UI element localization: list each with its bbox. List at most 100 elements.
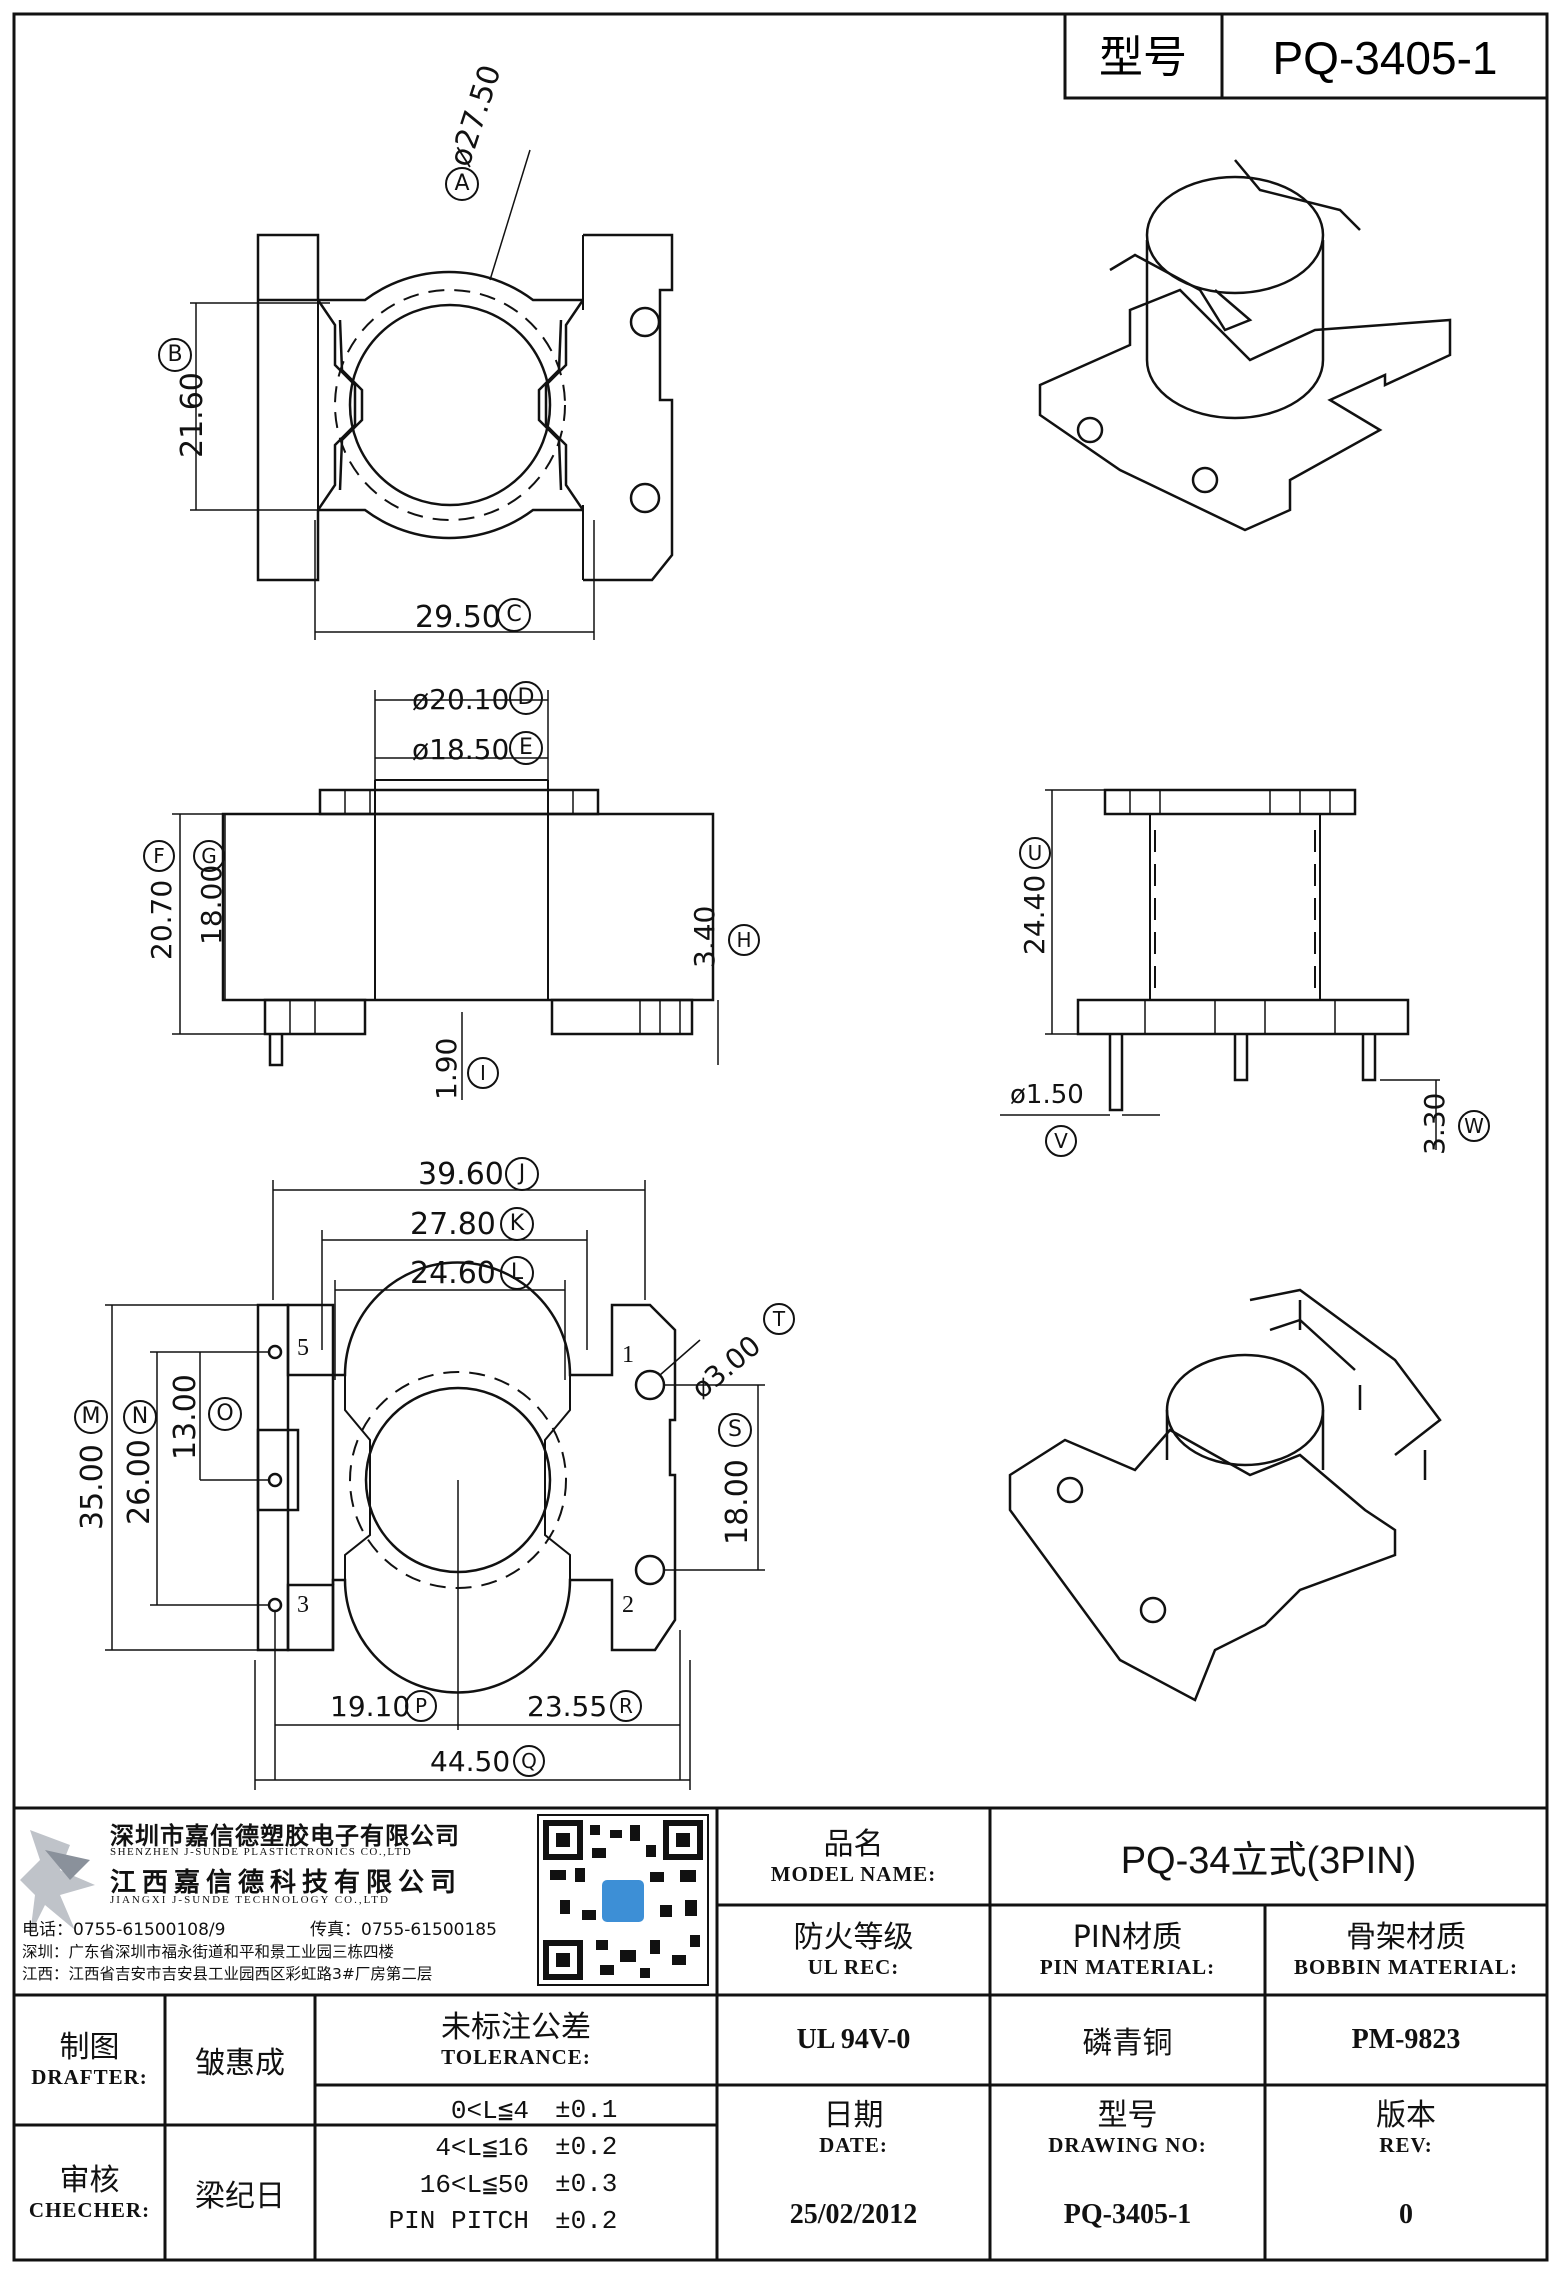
pin-number-3: 3 bbox=[297, 1592, 309, 1618]
company-tel: 电话：0755-61500108/9 bbox=[22, 1920, 226, 1940]
dim-I-value: 1.90 bbox=[430, 1037, 463, 1100]
dim-B-value: 21.60 bbox=[175, 372, 210, 458]
model-name-label-zh: 品名 bbox=[823, 1826, 884, 1862]
dim-V-circle: V bbox=[1045, 1125, 1077, 1157]
model-name-label-en: MODEL NAME: bbox=[770, 1861, 937, 1886]
dim-M-circle: M bbox=[74, 1400, 108, 1434]
header-model-label: 型号 bbox=[1099, 32, 1187, 83]
bobbin-material-label-cell: 骨架材质 BOBBIN MATERIAL: bbox=[1265, 1905, 1547, 1995]
tolerance-label-en: TOLERANCE: bbox=[441, 2045, 591, 2069]
dim-E-value: ø18.50 bbox=[412, 733, 510, 766]
tolerance-label-cell: 未标注公差 TOLERANCE: bbox=[315, 1995, 717, 2085]
pin-material-value: 磷青铜 bbox=[1082, 2026, 1173, 2061]
drawing-no-label-cell: 型号 DRAWING NO: bbox=[990, 2085, 1265, 2170]
bobbin-material-label-zh: 骨架材质 bbox=[1346, 1920, 1466, 1955]
dim-O-value: 13.00 bbox=[168, 1374, 203, 1460]
dim-R-value: 23.55 bbox=[527, 1690, 608, 1723]
drafter-label-cell: 制图 DRAFTER: bbox=[14, 1995, 165, 2125]
top-dashed-circle bbox=[334, 289, 566, 521]
dim-V-value: ø1.50 bbox=[1010, 1080, 1084, 1110]
checker-label-en: CHECHER: bbox=[28, 2197, 151, 2222]
title-block-grid bbox=[14, 1806, 1547, 2260]
model-name-value: PQ-34立式(3PIN) bbox=[1120, 1840, 1417, 1882]
dim-Q-value: 44.50 bbox=[430, 1745, 511, 1778]
checker-label-zh: 审核 bbox=[59, 2162, 120, 2198]
header-model-value: PQ-3405-1 bbox=[1272, 32, 1497, 84]
top-hole-1 bbox=[629, 306, 661, 338]
drafter-label-zh: 制图 bbox=[59, 2030, 120, 2065]
dim-Q-circle: Q bbox=[513, 1745, 545, 1777]
company-address-2: 江西：江西省吉安市吉安县工业园西区彩虹路3#厂房第二层 bbox=[22, 1965, 433, 1983]
ul-label-en: UL REC: bbox=[807, 1955, 900, 1979]
pin-number-2: 2 bbox=[622, 1592, 634, 1618]
drawing-no-value: PQ-3405-1 bbox=[1063, 2199, 1192, 2230]
company-name-1-en: SHENZHEN J-SUNDE PLASTICTRONICS CO.,LTD bbox=[110, 1846, 413, 1858]
checker-value: 梁纪日 bbox=[195, 2178, 285, 2214]
drawing-no-label-zh: 型号 bbox=[1097, 2097, 1158, 2133]
dim-E-circle: E bbox=[509, 731, 543, 765]
dim-H-circle: H bbox=[728, 924, 760, 956]
dim-P-circle: P bbox=[405, 1690, 437, 1722]
date-label-cell: 日期 DATE: bbox=[717, 2085, 990, 2170]
dim-K-circle: K bbox=[500, 1207, 534, 1241]
rev-value: 0 bbox=[1399, 2199, 1413, 2230]
top-inner-circle bbox=[348, 303, 552, 507]
qr-code bbox=[537, 1814, 709, 1986]
dim-J-value: 39.60 bbox=[418, 1157, 504, 1192]
drafter-value: 皱惠成 bbox=[195, 2046, 285, 2081]
dim-C-circle: C bbox=[497, 598, 531, 632]
drafter-label-en: DRAFTER: bbox=[31, 2065, 148, 2089]
dim-T-circle: T bbox=[763, 1303, 795, 1335]
dim-F-value: 20.70 bbox=[145, 879, 178, 960]
tolerance-value-1: ±0.1 bbox=[555, 2095, 618, 2125]
tolerance-range-1: 0<L≦4 bbox=[450, 2096, 529, 2126]
dim-U-circle: U bbox=[1019, 837, 1051, 869]
ul-label-zh: 防火等级 bbox=[793, 1920, 914, 1955]
side-view-dims bbox=[1000, 789, 1440, 1150]
dim-S-circle: S bbox=[718, 1413, 752, 1447]
dim-P-value: 19.10 bbox=[330, 1690, 411, 1723]
bottom-view bbox=[256, 1261, 677, 1694]
dim-O-circle: O bbox=[208, 1397, 242, 1431]
dim-C-value: 29.50 bbox=[415, 600, 501, 635]
rev-label-zh: 版本 bbox=[1376, 2097, 1436, 2133]
checker-label-cell: 审核 CHECHER: bbox=[14, 2125, 165, 2260]
dim-N-circle: N bbox=[123, 1400, 157, 1434]
company-logo bbox=[20, 1830, 95, 1935]
rev-label-cell: 版本 REV: bbox=[1265, 2085, 1547, 2170]
pin-material-label-cell: PIN材质 PIN MATERIAL: bbox=[990, 1905, 1265, 1995]
dim-L-circle: L bbox=[500, 1256, 534, 1290]
top-view bbox=[256, 233, 674, 582]
dim-W-value: 3.30 bbox=[1418, 1092, 1451, 1155]
ul-value: UL 94V-0 bbox=[796, 2024, 911, 2055]
company-name-2-en: JIANGXI J-SUNDE TECHNOLOGY CO.,LTD bbox=[110, 1894, 390, 1906]
dim-D-value: ø20.10 bbox=[412, 683, 510, 716]
drawing-no-label-en: DRAWING NO: bbox=[1048, 2132, 1207, 2157]
dim-H-value: 3.40 bbox=[688, 905, 721, 968]
rev-label-en: REV: bbox=[1379, 2132, 1433, 2157]
bottom-view-dims bbox=[105, 1180, 765, 1790]
sheet-border bbox=[12, 12, 1549, 2262]
tolerance-value-4: ±0.2 bbox=[555, 2206, 618, 2236]
tolerance-value-3: ±0.3 bbox=[555, 2169, 618, 2199]
dim-A-circle: A bbox=[445, 167, 479, 201]
pin-material-label-en: PIN MATERIAL: bbox=[1039, 1955, 1216, 1979]
isometric-view-bottom bbox=[1008, 1288, 1442, 1702]
dim-D-circle: D bbox=[509, 681, 543, 715]
company-fax: 传真：0755-61500185 bbox=[310, 1920, 497, 1940]
dim-K-value: 27.80 bbox=[410, 1207, 496, 1242]
tolerance-range-2: 4<L≦16 bbox=[435, 2133, 529, 2163]
dim-N-value: 26.00 bbox=[122, 1439, 157, 1525]
dim-R-circle: R bbox=[610, 1690, 642, 1722]
tolerance-label-zh: 未标注公差 bbox=[441, 2010, 591, 2045]
date-value: 25/02/2012 bbox=[789, 2199, 918, 2230]
dim-I-circle: I bbox=[467, 1057, 499, 1089]
dim-S-value: 18.00 bbox=[720, 1459, 755, 1545]
isometric-view-top bbox=[1038, 159, 1452, 532]
ul-label-cell: 防火等级 UL REC: bbox=[717, 1905, 990, 1995]
header-box: 型号 PQ-3405-1 bbox=[1063, 12, 1549, 100]
model-name-label-cell: 品名 MODEL NAME: bbox=[717, 1808, 990, 1905]
pin-number-1: 1 bbox=[622, 1342, 634, 1368]
dim-G-value: 18.00 bbox=[195, 864, 228, 945]
